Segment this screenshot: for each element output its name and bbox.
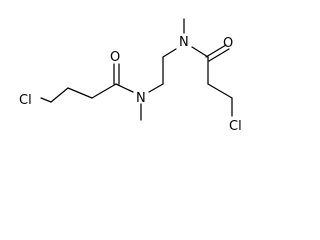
atom-n-left: N bbox=[136, 91, 146, 106]
bond-cl-c1 bbox=[40, 97, 52, 103]
bond-c3-c2-right bbox=[207, 83, 233, 99]
atom-cl-left: Cl bbox=[19, 93, 32, 108]
bond-c4-o-double-right-a bbox=[205, 44, 227, 58]
bond-c4-o-double-right-b bbox=[208, 48, 230, 62]
bond-c3-c4 bbox=[91, 83, 117, 99]
bond-c4-n bbox=[115, 83, 134, 93]
bond-n-ch2-left bbox=[148, 83, 164, 93]
atom-o-right: O bbox=[223, 36, 233, 51]
atom-cl-right: Cl bbox=[229, 119, 242, 134]
bond-c1-c2 bbox=[50, 87, 69, 103]
atom-n-right: N bbox=[179, 35, 189, 50]
atom-o-left: O bbox=[110, 50, 120, 65]
bond-n-c4-right bbox=[191, 46, 209, 58]
chemical-structure: Cl O N N O Cl bbox=[19, 18, 242, 134]
bond-ch2-n-right bbox=[162, 48, 177, 58]
bond-c2-c3 bbox=[67, 87, 93, 99]
